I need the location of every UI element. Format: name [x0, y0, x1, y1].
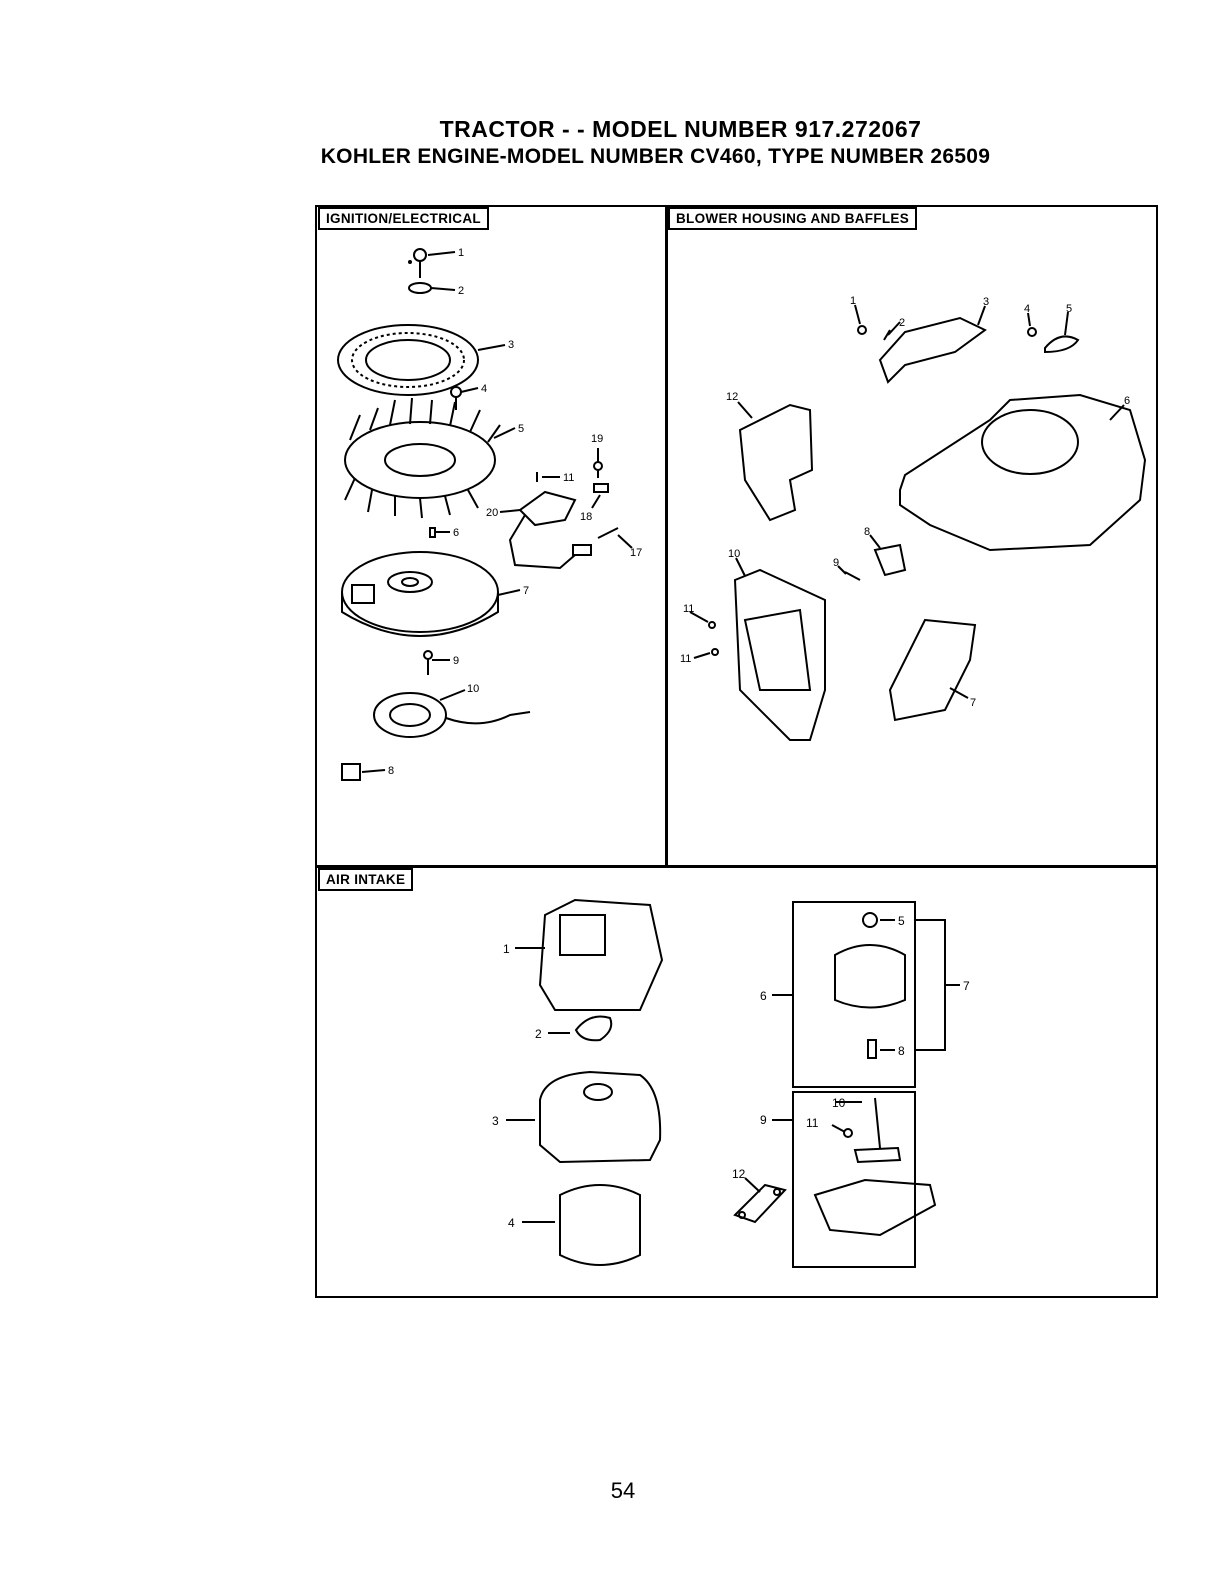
flywheel-part-icon	[342, 552, 498, 636]
callout-8: 8	[388, 765, 394, 777]
callout-10: 10	[832, 1096, 846, 1110]
screw-part-icon	[451, 387, 461, 410]
callout-3: 3	[492, 1114, 499, 1128]
callout-2: 2	[458, 285, 464, 297]
callout-10: 10	[467, 683, 479, 695]
screw-part-icon	[858, 326, 866, 334]
callout-12: 12	[732, 1167, 746, 1181]
callout-4: 4	[508, 1216, 515, 1230]
fan-screen-part-icon	[338, 261, 478, 395]
gasket-part-icon	[735, 1185, 785, 1222]
callout-11: 11	[680, 653, 691, 665]
fan-part-icon	[345, 398, 500, 518]
callout-3: 3	[983, 296, 989, 308]
callout-3: 3	[508, 339, 514, 351]
baffle-part-icon	[740, 405, 812, 520]
callout-20: 20	[486, 507, 498, 519]
callout-7: 7	[970, 697, 976, 709]
precleaner-part-icon	[560, 1185, 640, 1265]
callout-1: 1	[850, 295, 856, 307]
ignition-module-part-icon	[510, 492, 591, 568]
callout-4: 4	[481, 383, 487, 395]
washer-part-icon	[409, 283, 431, 293]
callout-2: 2	[899, 317, 905, 329]
callout-7: 7	[523, 585, 529, 597]
clip-part-icon	[875, 545, 905, 575]
screw-part-icon	[709, 622, 715, 628]
callout-9: 9	[453, 655, 459, 667]
stator-part-icon	[374, 693, 530, 737]
screw-part-icon	[594, 462, 602, 478]
screw-part-icon	[712, 649, 718, 655]
callout-4: 4	[1024, 303, 1030, 315]
callout-6: 6	[1124, 395, 1130, 407]
callout-6: 6	[760, 989, 767, 1003]
clip-part-icon	[1045, 336, 1078, 352]
callout-1: 1	[503, 942, 510, 956]
spark-plug-part-icon	[598, 528, 618, 538]
inner-filter-part-icon	[835, 945, 905, 1008]
callout-12: 12	[726, 391, 738, 403]
callout-8: 8	[864, 526, 870, 538]
screw-part-icon	[844, 1129, 852, 1137]
screw-part-icon	[845, 572, 860, 580]
callout-5: 5	[518, 423, 524, 435]
callout-7: 7	[963, 979, 970, 993]
callout-10: 10	[728, 548, 740, 560]
callout-19: 19	[591, 433, 603, 445]
bolt-part-icon	[414, 249, 426, 278]
callout-11: 11	[806, 1116, 819, 1130]
rectifier-part-icon	[342, 764, 360, 780]
air-filter-element-part-icon	[540, 1072, 660, 1162]
callout-5: 5	[1066, 303, 1072, 315]
callout-18: 18	[580, 511, 592, 523]
baffle-part-icon	[735, 570, 825, 740]
callout-8: 8	[898, 1044, 905, 1058]
callout-9: 9	[833, 557, 839, 569]
callout-17: 17	[630, 547, 642, 559]
callout-5: 5	[898, 914, 905, 928]
key-part-icon	[430, 528, 435, 537]
wing-nut-part-icon	[863, 913, 877, 927]
knob-part-icon	[576, 1017, 611, 1041]
air-cleaner-base-part-icon	[815, 1180, 935, 1235]
page-number: 54	[0, 1478, 1221, 1504]
stud-part-icon	[875, 1098, 880, 1148]
callout-11: 11	[683, 603, 694, 615]
callout-9: 9	[760, 1113, 767, 1127]
callout-11: 11	[563, 472, 574, 484]
nut-part-icon	[1028, 328, 1036, 336]
callout-2: 2	[535, 1027, 542, 1041]
baffle-part-icon	[890, 620, 975, 720]
callout-1: 1	[458, 247, 464, 259]
blower-housing-part-icon	[900, 395, 1145, 550]
spacer-part-icon	[868, 1040, 876, 1058]
callout-6: 6	[453, 527, 459, 539]
screw-part-icon	[424, 651, 432, 675]
terminal-part-icon	[594, 484, 608, 492]
